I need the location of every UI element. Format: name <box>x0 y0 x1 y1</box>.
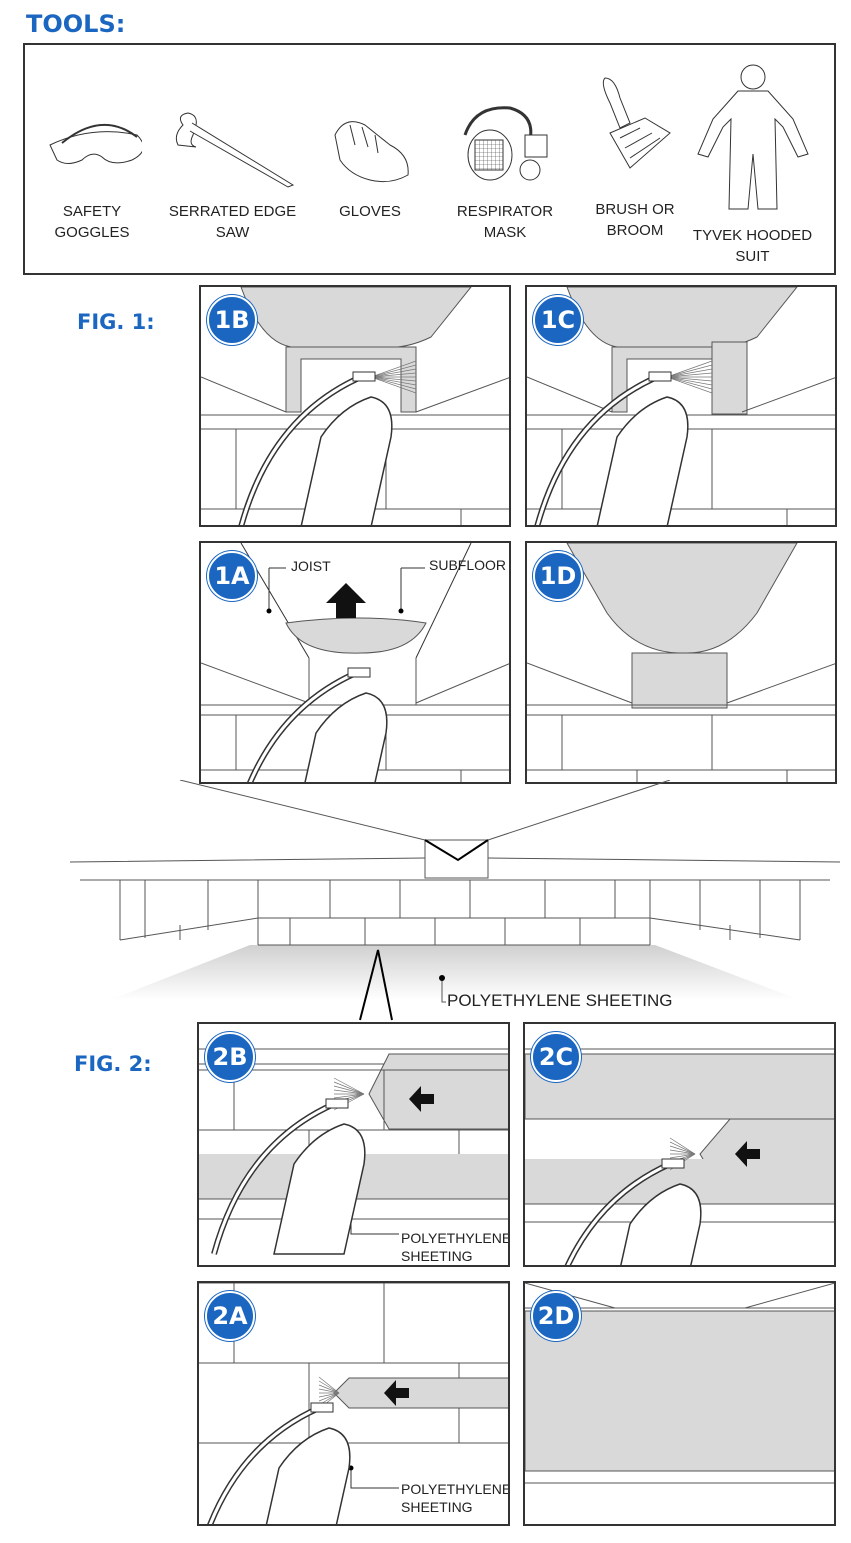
respirator-icon <box>463 106 548 181</box>
sprayer-hand <box>238 371 393 525</box>
tool-brush: BRUSH OR BROOM <box>585 73 685 241</box>
joist-label: JOIST <box>291 558 331 574</box>
panel-illustration <box>199 1283 508 1524</box>
left-arrow-icon <box>409 1086 434 1112</box>
sheeting-label: POLYETHYLENE SHEETING <box>401 1481 510 1515</box>
step-badge: 2A <box>205 1291 255 1341</box>
brush-icon <box>602 77 671 169</box>
panel-2b: 2B POLYETHYLENE SHEETING <box>197 1022 510 1267</box>
step-badge: 1C <box>533 295 583 345</box>
saw-icon <box>175 112 294 188</box>
sprayer-hand <box>534 371 689 525</box>
panel-illustration <box>199 1048 508 1255</box>
step-badge: 1B <box>207 295 257 345</box>
panel-1b: 1B <box>199 285 511 527</box>
fig2-title: FIG. 2: <box>74 1052 152 1076</box>
spray-icon <box>666 360 713 394</box>
floor-sheeting <box>110 945 800 1000</box>
sheeting-label: POLYETHYLENE SHEETING <box>401 1230 510 1264</box>
step-badge: 2C <box>531 1032 581 1082</box>
callout-dot <box>439 975 445 981</box>
tool-safety-goggles: SAFETY GOGGLES <box>37 105 147 243</box>
left-arrow-icon <box>735 1141 760 1167</box>
panel-2d: 2D <box>523 1281 836 1526</box>
step-badge: 1D <box>533 551 583 601</box>
tool-tyvek-suit: TYVEK HOODED SUIT <box>690 59 815 267</box>
panel-1a: 1A JOIST SUBFLOOR <box>199 541 511 784</box>
panel-illustration <box>527 543 835 782</box>
subfloor-label: SUBFLOOR <box>429 557 507 573</box>
brick-wall <box>527 714 835 782</box>
panel-2a: 2A POLYETHYLENE SHEETING <box>197 1281 510 1526</box>
step-badge: 2B <box>205 1032 255 1082</box>
goggles-icon <box>49 124 142 164</box>
panel-1c: 1C <box>525 285 837 527</box>
suit-icon <box>696 64 809 210</box>
sprayer-hand <box>211 1098 366 1255</box>
fig1-title: FIG. 1: <box>77 310 155 334</box>
sprayer-hand <box>564 1158 702 1265</box>
tools-title: TOOLS: <box>26 10 126 38</box>
panel-illustration <box>527 287 835 525</box>
gloves-icon <box>334 121 409 183</box>
sprayer-hand <box>247 667 388 782</box>
up-arrow-icon <box>326 583 366 618</box>
tool-serrated-saw: SERRATED EDGE SAW <box>165 105 300 243</box>
tool-respirator: RESPIRATOR MASK <box>450 100 560 243</box>
step-badge: 1A <box>207 551 257 601</box>
sprayer-hand <box>207 1402 351 1524</box>
panel-illustration <box>201 287 509 525</box>
crawlspace-illustration <box>69 780 841 1021</box>
panel-2c: 2C <box>523 1022 836 1267</box>
step-badge: 2D <box>531 1291 581 1341</box>
panel-illustration <box>525 1048 834 1265</box>
spray-icon <box>370 360 417 394</box>
panel-illustration <box>201 543 509 782</box>
tool-gloves: GLOVES <box>320 105 420 222</box>
polyethylene-sheeting-label: POLYETHYLENE SHEETING <box>447 991 673 1010</box>
tools-box: SAFETY GOGGLES SERRATED EDGE SAW GLOVES … <box>23 43 836 275</box>
panel-1d: 1D <box>525 541 837 784</box>
left-arrow-icon <box>384 1380 409 1406</box>
panel-illustration <box>525 1283 834 1484</box>
